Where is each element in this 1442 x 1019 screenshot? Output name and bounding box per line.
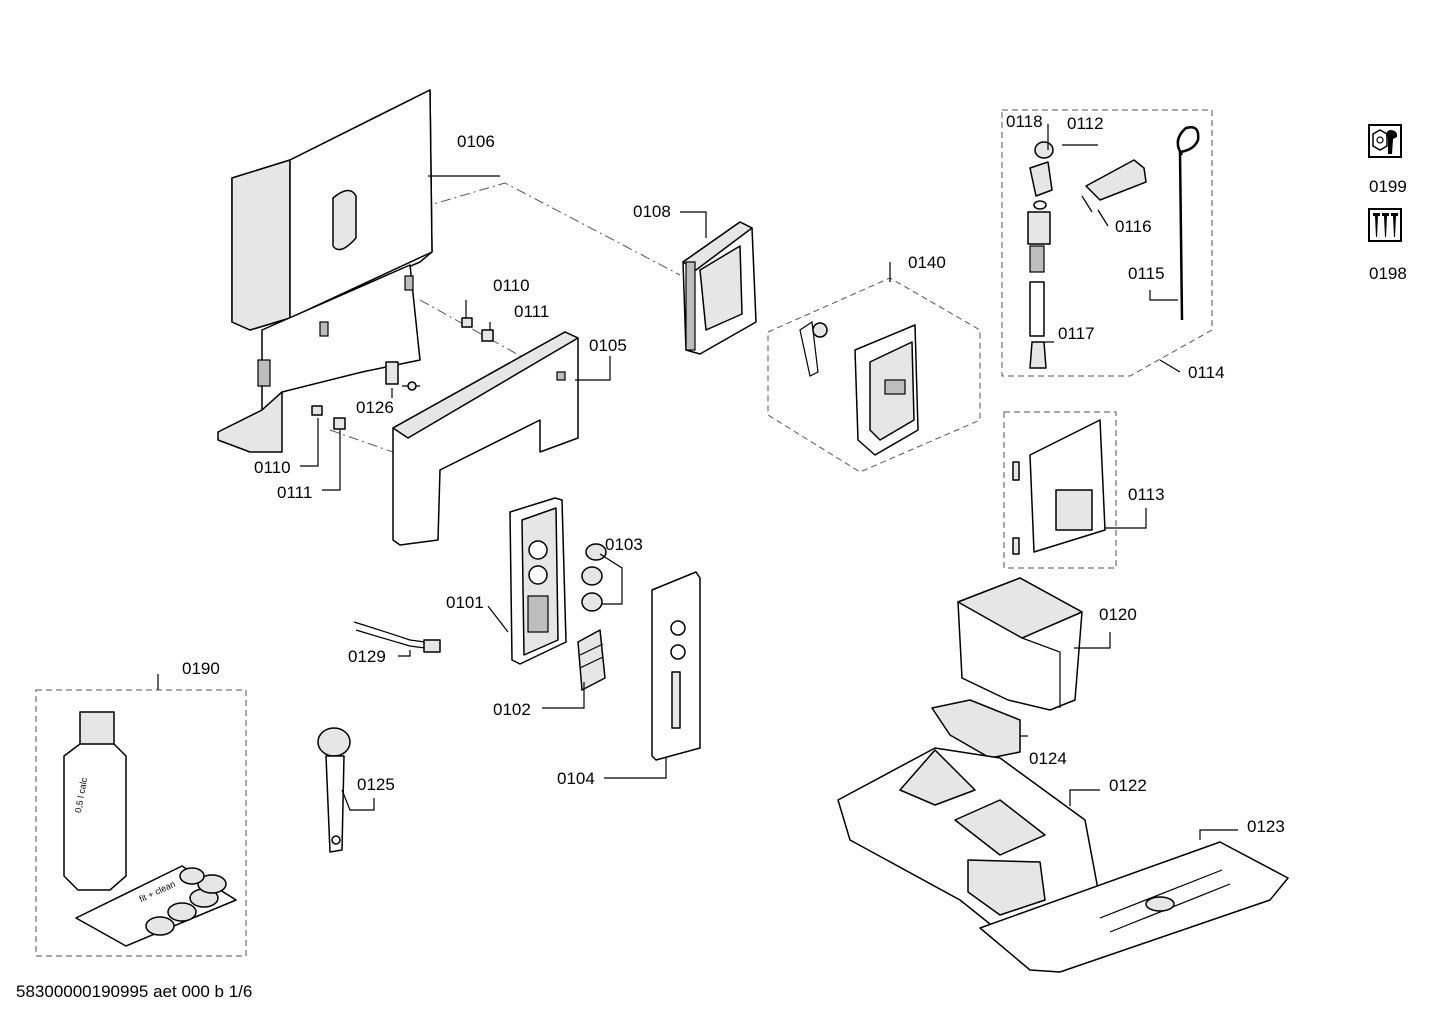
label-0120: 0120	[1099, 605, 1137, 624]
label-0114: 0114	[1188, 363, 1225, 382]
label-0105: 0105	[589, 336, 627, 355]
group-box-0114	[1001, 109, 1213, 377]
label-0106: 0106	[457, 132, 495, 151]
part-0114-valve-group	[1027, 126, 1200, 369]
part-0125-measuring-scoop	[317, 727, 351, 853]
wrench-nut-icon	[1368, 124, 1402, 158]
label-0110-top: 0110	[493, 276, 530, 295]
document-id-footer: 58300000190995 aet 000 b 1/6	[16, 982, 253, 1001]
label-0117: 0117	[1058, 324, 1095, 343]
label-0103: 0103	[605, 535, 643, 554]
label-0118: 0118	[1006, 112, 1043, 131]
part-0106-housing	[217, 89, 433, 453]
group-box-0113	[1003, 411, 1117, 569]
group-box-0190	[35, 689, 247, 957]
part-0104-front-panel	[651, 571, 701, 761]
label-0104: 0104	[557, 769, 595, 788]
part-0129-wire	[353, 621, 441, 653]
label-0190: 0190	[182, 659, 220, 678]
part-0120-grounds-container	[957, 577, 1083, 711]
label-0129: 0129	[348, 647, 386, 666]
label-0199: 0199	[1369, 177, 1407, 196]
label-0140: 0140	[908, 253, 946, 272]
label-0101: 0101	[446, 593, 484, 612]
part-0113-cover	[1012, 419, 1106, 555]
part-0190-cleaning-kit	[63, 711, 237, 947]
label-0115: 0115	[1128, 264, 1165, 283]
part-0102-keypad	[577, 629, 606, 691]
part-0105-front-cover	[392, 331, 579, 546]
label-0126: 0126	[356, 398, 394, 417]
part-0140-cradle	[799, 320, 919, 456]
part-0124-lever	[931, 699, 1021, 759]
label-0124: 0124	[1029, 749, 1067, 768]
label-0112: 0112	[1067, 114, 1104, 133]
part-0123-drip-grid	[979, 841, 1289, 973]
label-0122: 0122	[1109, 776, 1147, 795]
screws-icon	[1368, 208, 1402, 242]
label-0111-top: 0111	[514, 302, 550, 321]
part-0110-0111-0126-clips	[311, 317, 494, 430]
label-0102: 0102	[493, 700, 531, 719]
part-0103-knobs	[581, 543, 607, 612]
label-0113: 0113	[1128, 485, 1165, 504]
label-0123: 0123	[1247, 817, 1285, 836]
label-0108: 0108	[633, 202, 671, 221]
part-0108-bracket	[682, 221, 757, 355]
part-0122-drip-tray	[837, 747, 1101, 933]
part-0101-control-housing	[509, 497, 567, 665]
label-0125: 0125	[357, 775, 395, 794]
leader-lines	[157, 124, 1238, 840]
label-0110-bottom: 0110	[254, 458, 291, 477]
label-0111-bottom: 0111	[277, 483, 313, 502]
label-0198: 0198	[1369, 264, 1407, 283]
label-0116: 0116	[1115, 217, 1152, 236]
